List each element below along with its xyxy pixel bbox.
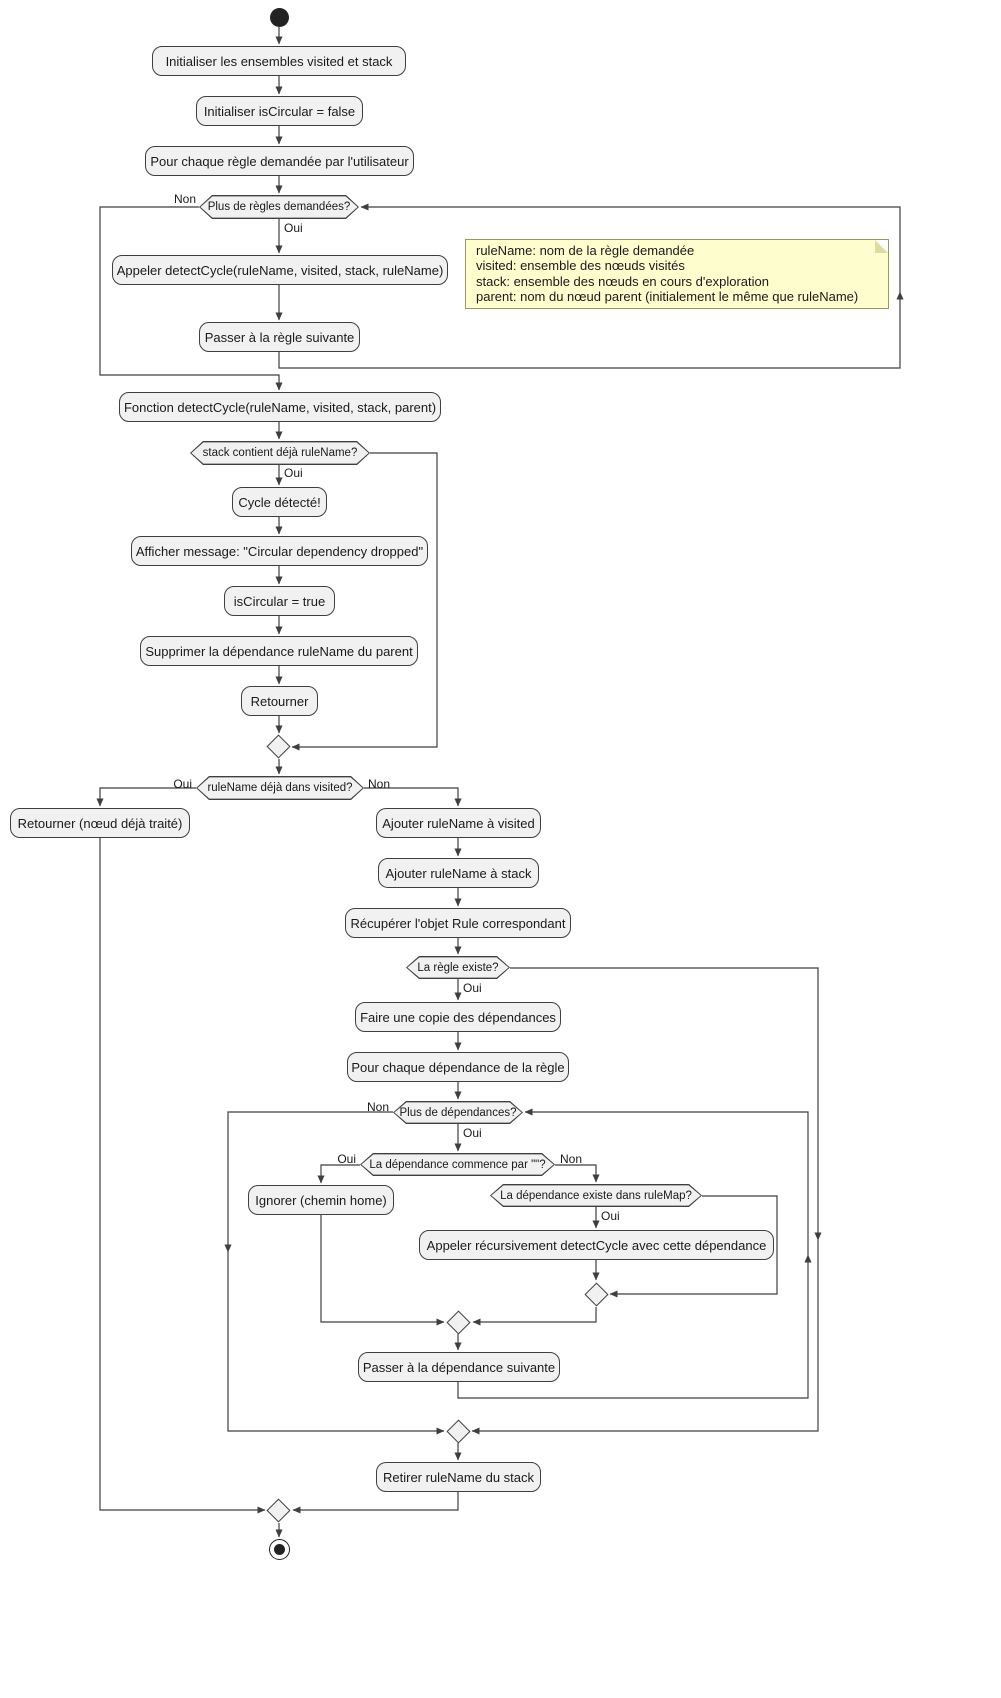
edge-visited-oui: [96, 787, 196, 807]
decision-dep-in-rulemap: La dépendance existe dans ruleMap?: [490, 1184, 702, 1207]
activity-copy-dependencies: Faire une copie des dépendances: [355, 1002, 561, 1032]
edge-label-non: Non: [173, 192, 196, 206]
decision-label: La dépendance existe dans ruleMap?: [500, 1189, 692, 1202]
activity-next-dependency: Passer à la dépendance suivante: [358, 1352, 560, 1382]
decision-shape-fill: [407, 957, 508, 977]
edge-label-non: Non: [368, 777, 391, 791]
edge-returnvisited-merge5: [99, 838, 266, 1514]
activity-init-sets: Initialiser les ensembles visited et sta…: [152, 46, 406, 76]
edge-merge2-merge3: [472, 1307, 597, 1326]
edge-loop-deps-up: [457, 1254, 812, 1399]
edge-depstarts-oui: [317, 1164, 360, 1184]
decision-shape-fill: [491, 1185, 700, 1205]
decision-more-deps: Plus de dépendances?: [393, 1101, 523, 1124]
decision-rule-exists: La règle existe?: [406, 956, 510, 979]
start-node: [270, 8, 289, 27]
edge-exists-bypass-left: [471, 1240, 819, 1435]
activity-function-detectcycle: Fonction detectCycle(ruleName, visited, …: [119, 392, 441, 422]
decision-shape-fill: [361, 1154, 553, 1174]
edge-label-oui: Oui: [284, 221, 303, 235]
decision-shape-fill: [197, 777, 362, 798]
stop-node: [269, 1539, 290, 1560]
edge-label-oui: Oui: [337, 1152, 356, 1166]
note-fold: [875, 240, 888, 253]
edge-loop-deps-back: [524, 1108, 809, 1255]
edge-visited-non: [364, 787, 462, 807]
edge-label-non: Non: [560, 1152, 583, 1166]
edge-label-oui: Oui: [173, 777, 192, 791]
decision-dep-starts: La dépendance commence par ""?: [360, 1153, 555, 1176]
edge-label-oui: Oui: [463, 981, 482, 995]
decision-label: La règle existe?: [417, 961, 499, 974]
note-line: ruleName: nom de la règle demandée: [476, 243, 695, 258]
activity-set-iscircular: isCircular = true: [224, 586, 335, 616]
edge-loop-rules-up: [278, 291, 904, 369]
activity-foreach-dependency: Pour chaque dépendance de la règle: [347, 1052, 569, 1082]
edge-label-oui: Oui: [284, 466, 303, 480]
activity-remove-stack: Retirer ruleName du stack: [376, 1462, 541, 1492]
decision-more-rules: Plus de règles demandées?: [199, 195, 359, 219]
decision-shape-fill: [191, 442, 368, 463]
activity-add-stack: Ajouter ruleName à stack: [378, 858, 539, 888]
activity-cycle-detected: Cycle détecté!: [232, 487, 327, 517]
edge-moredeps-non-down: [224, 1111, 393, 1253]
activity-show-message: Afficher message: "Circular dependency d…: [131, 536, 428, 566]
edge-label-non: Non: [366, 1100, 389, 1114]
activity-foreach-rule: Pour chaque règle demandée par l'utilisa…: [145, 146, 414, 176]
edge-label-oui: Oui: [601, 1209, 620, 1223]
activity-remove-dependency: Supprimer la dépendance ruleName du pare…: [140, 636, 418, 666]
edge-ignore-merge3: [320, 1215, 445, 1326]
decision-stack-contains: stack contient déjà ruleName?: [190, 441, 370, 465]
edge-exists-bypass-down: [510, 967, 822, 1241]
note-line: parent: nom du nœud parent (initialement…: [476, 288, 859, 304]
activity-ignore-home: Ignorer (chemin home): [248, 1185, 394, 1215]
activity-init-circular: Initialiser isCircular = false: [196, 96, 363, 126]
activity-next-rule: Passer à la règle suivante: [199, 322, 360, 352]
activity-get-rule: Récupérer l'objet Rule correspondant: [345, 908, 571, 938]
stop-dot: [274, 1544, 285, 1555]
decision-label: La dépendance commence par ""?: [369, 1158, 546, 1171]
activity-return-visited: Retourner (nœud déjà traité): [10, 808, 190, 838]
edge-removestack-merge5: [292, 1492, 459, 1514]
edge-depstarts-non: [555, 1164, 600, 1183]
activity-recursive-call: Appeler récursivement detectCycle avec c…: [419, 1230, 774, 1260]
decision-in-visited: ruleName déjà dans visited?: [196, 776, 364, 800]
decision-shape-fill: [200, 196, 357, 217]
activity-return: Retourner: [241, 686, 318, 716]
edge-depinmap-bypass: [609, 1195, 778, 1298]
activity-call-detectcycle: Appeler detectCycle(ruleName, visited, s…: [112, 255, 448, 285]
edge-label-oui: Oui: [463, 1126, 482, 1140]
edge-moredeps-non-right: [227, 1252, 445, 1435]
edge-morerules-non: [99, 206, 283, 391]
decision-shape-fill: [394, 1102, 521, 1122]
activity-add-visited: Ajouter ruleName à visited: [376, 808, 541, 838]
decision-label: stack contient déjà ruleName?: [202, 447, 358, 459]
edge-loop-rules-back: [360, 203, 901, 292]
edge-stackcheck-bypass: [291, 452, 438, 751]
note-line: stack: ensemble des nœuds en cours d'exp…: [476, 273, 769, 289]
note: ruleName: nom de la règle demandée visit…: [465, 239, 889, 310]
decision-label: ruleName déjà dans visited?: [207, 782, 353, 794]
decision-label: Plus de règles demandées?: [207, 201, 351, 213]
decision-label: Plus de dépendances?: [399, 1106, 517, 1119]
note-line: visited: ensemble des nœuds visités: [476, 258, 685, 274]
